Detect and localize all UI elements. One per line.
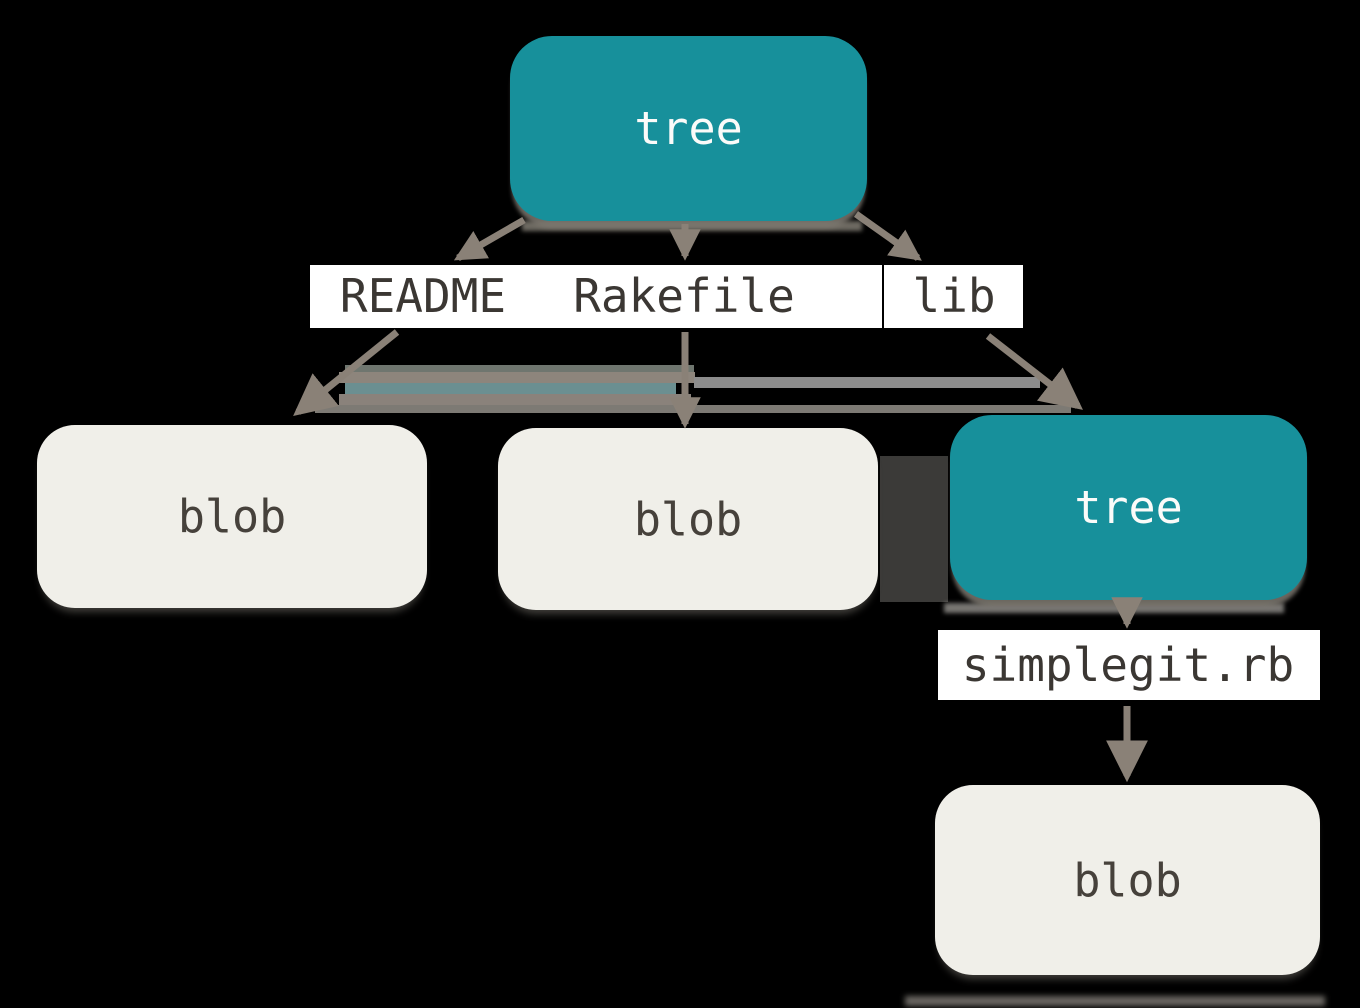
node-blob-readme-label: blob — [177, 490, 287, 543]
shadow-tree-lib — [944, 603, 1284, 613]
node-tree-lib-label: tree — [1074, 481, 1183, 534]
edge-lib-to-tree — [985, 333, 1083, 410]
band-stripe-gray-top — [339, 372, 695, 383]
edge-treeroot-to-lib-label — [853, 211, 922, 261]
shadow-tree-root — [522, 221, 862, 231]
node-blob-rakefile: blob — [498, 428, 878, 610]
edge-treeroot-to-readme-label — [453, 216, 526, 262]
node-blob-simplegit-label: blob — [1073, 853, 1182, 907]
shadow-strip-between-blob-and-tree — [880, 456, 948, 602]
band-stripe-dark — [345, 365, 694, 372]
edge-label-simplegit: simplegit.rb — [961, 638, 1295, 692]
edge-label-strip-left: README Rakefile — [310, 265, 882, 328]
edge-label-strip-lib: lib — [884, 265, 1023, 328]
edge-label-strip-simplegit: simplegit.rb — [938, 630, 1320, 700]
band-stripe-teal — [345, 383, 676, 394]
edge-label-rakefile: Rakefile — [573, 269, 795, 323]
shadow-blob-simplegit — [905, 996, 1325, 1006]
band-line-right-top — [694, 377, 1040, 388]
band-stripe-gray-bot — [339, 394, 691, 405]
node-blob-simplegit: blob — [935, 785, 1320, 975]
edge-label-readme: README — [339, 269, 507, 323]
node-tree-lib: tree — [950, 415, 1307, 600]
node-blob-rakefile-label: blob — [633, 492, 743, 546]
node-tree-root-label: tree — [634, 102, 743, 155]
node-blob-readme: blob — [37, 425, 427, 608]
edge-label-lib: lib — [912, 269, 996, 323]
band-line-long-bottom — [315, 405, 1071, 413]
node-tree-root: tree — [510, 36, 867, 221]
